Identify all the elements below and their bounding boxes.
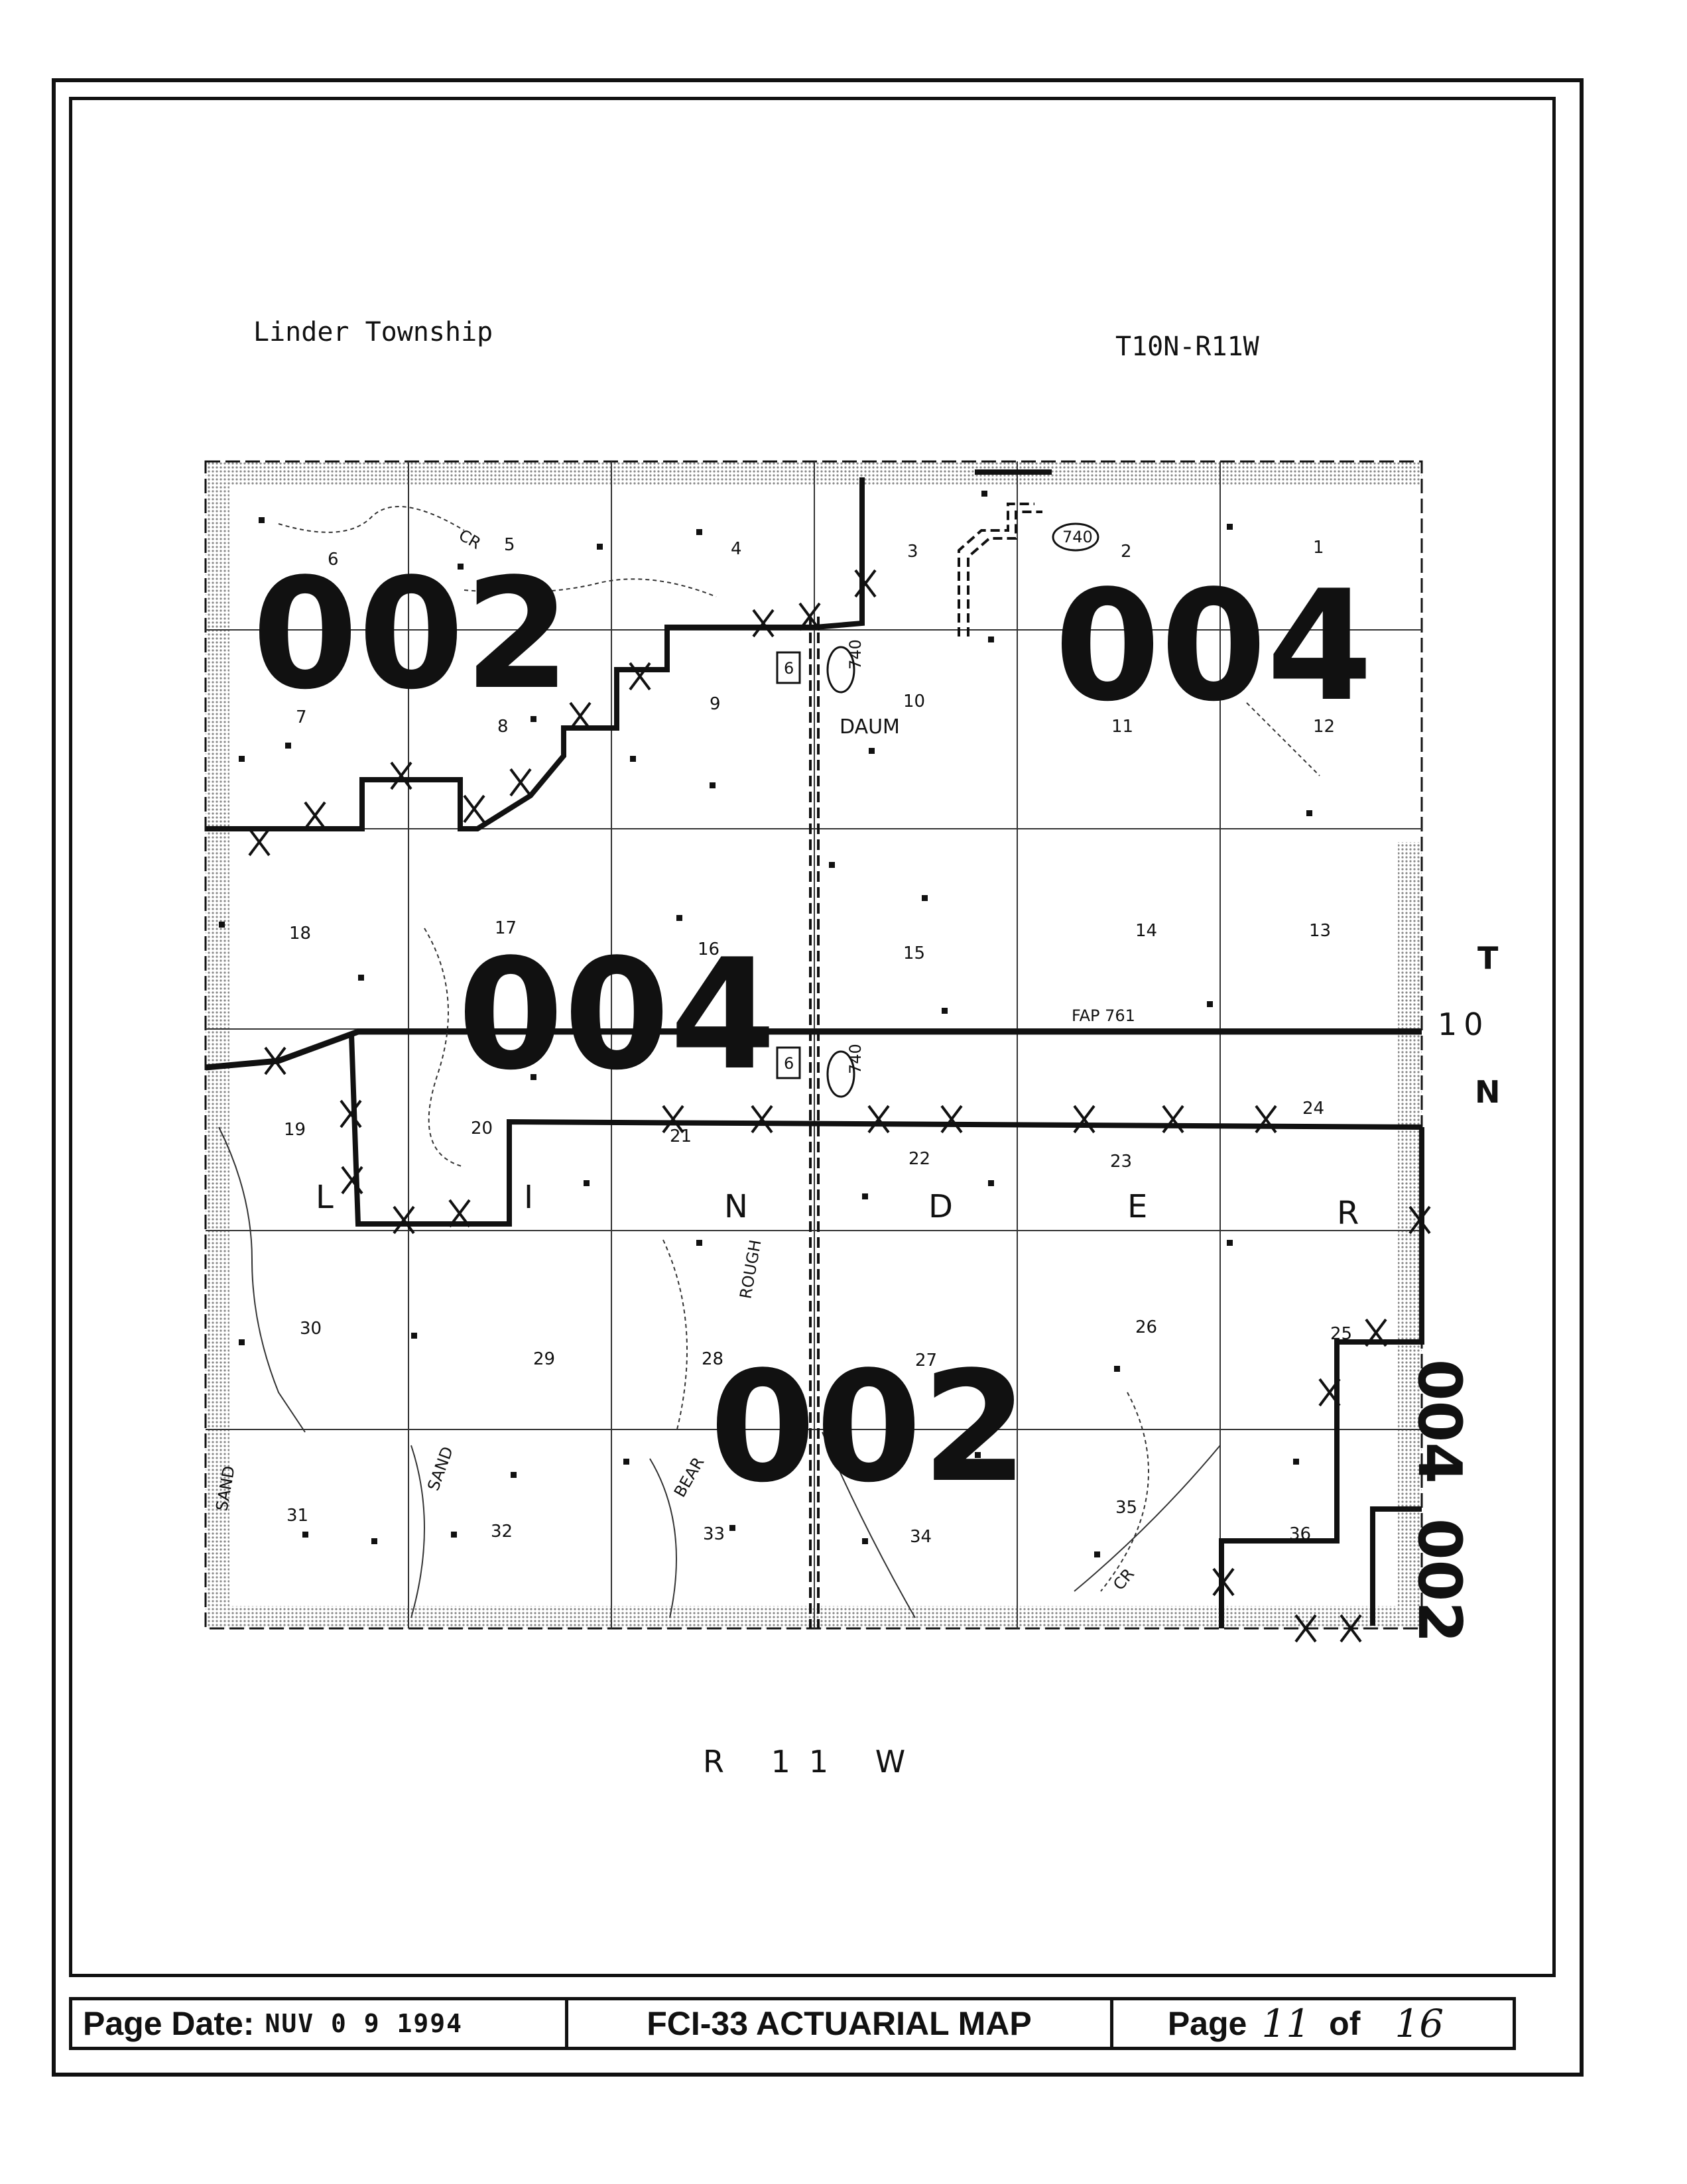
township-letter: E (1127, 1188, 1147, 1225)
route-shield-740-lower: 740 (826, 1044, 865, 1098)
township-name: Linder Township (253, 317, 493, 347)
page-total: 16 (1395, 2001, 1444, 2046)
creek-label: BEAR (670, 1454, 708, 1500)
route-shield-740-upper: 740 (826, 639, 865, 694)
of-label: of (1329, 2005, 1361, 2042)
side-label-n: N (1475, 1074, 1501, 1110)
township-letter: L (316, 1179, 334, 1216)
zone-label-vertical: 004 (1405, 1359, 1474, 1484)
section-number: 4 (731, 539, 742, 559)
zone-boundaries (206, 469, 1424, 1628)
section-number: 25 (1330, 1324, 1352, 1344)
streams (278, 506, 1320, 1592)
zone-label: 002 (710, 1339, 1028, 1516)
section-number: 28 (702, 1349, 723, 1369)
zone-label: 004 (458, 927, 776, 1104)
side-label-num: 10 (1438, 1006, 1490, 1042)
section-number: 19 (284, 1120, 306, 1140)
creek-label: ROUGH (736, 1239, 765, 1300)
section-number: 15 (903, 943, 925, 963)
zone-label: 004 (1054, 558, 1373, 735)
boundary-strip-right (1398, 842, 1422, 1628)
footer-bar: Page Date: NUV 0 9 1994 FCI-33 ACTUARIAL… (69, 1997, 1516, 2050)
highway-roads (809, 503, 1042, 1628)
section-number: 26 (1135, 1317, 1157, 1337)
section-numbers: 1 2 3 4 5 6 7 8 9 10 11 12 13 14 15 16 1… (284, 535, 1352, 1547)
map-title: FCI-33 ACTUARIAL MAP (647, 2005, 1032, 2042)
section-number: 7 (296, 707, 307, 727)
page-number: 11 (1261, 2001, 1311, 2046)
section-number: 24 (1302, 1099, 1324, 1119)
section-number: 12 (1313, 717, 1335, 737)
section-number: 33 (703, 1524, 725, 1544)
section-number: 2 (1121, 542, 1132, 562)
page-label: Page (1167, 2005, 1247, 2042)
page-number-cell: Page 11 of 16 (1113, 2000, 1513, 2047)
svg-text:740: 740 (846, 639, 865, 670)
section-number: 5 (504, 535, 515, 555)
section-number: 9 (710, 694, 721, 714)
svg-text:740: 740 (846, 1044, 865, 1074)
township-letter: I (524, 1179, 533, 1216)
section-number: 29 (533, 1349, 555, 1369)
section-number: 36 (1289, 1524, 1311, 1544)
section-number: 17 (495, 918, 517, 938)
boundary-strip-left (206, 461, 229, 1628)
section-number: 8 (497, 717, 509, 737)
zone-label-vertical: 002 (1405, 1518, 1474, 1643)
fap-761-road (205, 1028, 1422, 1071)
svg-text:6: 6 (784, 659, 794, 678)
township-range: T10N-R11W (1115, 332, 1259, 362)
township-letters: L I N D E R (316, 1179, 1359, 1232)
route-shield-6-lower: 6 (776, 1046, 801, 1079)
route-shield-6-upper: 6 (776, 651, 801, 684)
section-number: 10 (903, 692, 925, 711)
section-number: 30 (300, 1319, 322, 1339)
outer-frame (52, 78, 1584, 2077)
section-number: 11 (1111, 717, 1133, 737)
section-number: 13 (1309, 921, 1331, 941)
section-number: 34 (910, 1527, 932, 1547)
zone-labels: 002 004 004 002 (252, 546, 1373, 1516)
section-number: 18 (289, 924, 311, 943)
section-number: 6 (328, 550, 339, 570)
route-shield-740-top: 740 (1052, 522, 1099, 552)
boundary-crossing-marks (248, 569, 1431, 1643)
section-number: 32 (491, 1522, 513, 1542)
road-label-fap: FAP 761 (1072, 1006, 1135, 1025)
township-letter: D (928, 1188, 953, 1225)
section-number: 3 (907, 542, 918, 562)
township-letter: N (724, 1188, 748, 1225)
section-number: 35 (1115, 1498, 1137, 1518)
page-date-label: Page Date: (83, 2005, 255, 2042)
section-number: 23 (1110, 1152, 1132, 1172)
svg-text:6: 6 (784, 1054, 794, 1073)
creek-label: SAND (424, 1444, 457, 1493)
side-label-t: T (1477, 940, 1499, 976)
zone-label: 002 (252, 546, 570, 723)
section-number: 14 (1135, 921, 1157, 941)
svg-text:740: 740 (1062, 528, 1093, 546)
range-label: R 11 W (703, 1744, 924, 1780)
inner-frame (69, 97, 1556, 1977)
section-number: 16 (698, 940, 719, 959)
section-number: 27 (915, 1351, 937, 1370)
page-date-value: NUV 0 9 1994 (265, 2009, 463, 2038)
page-date-cell: Page Date: NUV 0 9 1994 (72, 2000, 568, 2047)
section-number: 1 (1313, 538, 1324, 558)
section-number: 22 (908, 1149, 930, 1169)
section-number: 31 (286, 1506, 308, 1526)
farmstead-markers (219, 491, 1312, 1557)
section-number: 20 (471, 1119, 493, 1138)
map-title-cell: FCI-33 ACTUARIAL MAP (568, 2000, 1113, 2047)
town-label: DAUM (840, 715, 900, 739)
creek-label: CR (1109, 1565, 1138, 1594)
section-number: 21 (670, 1126, 692, 1146)
township-letter: R (1337, 1195, 1359, 1232)
creek-lines (218, 1126, 1221, 1618)
